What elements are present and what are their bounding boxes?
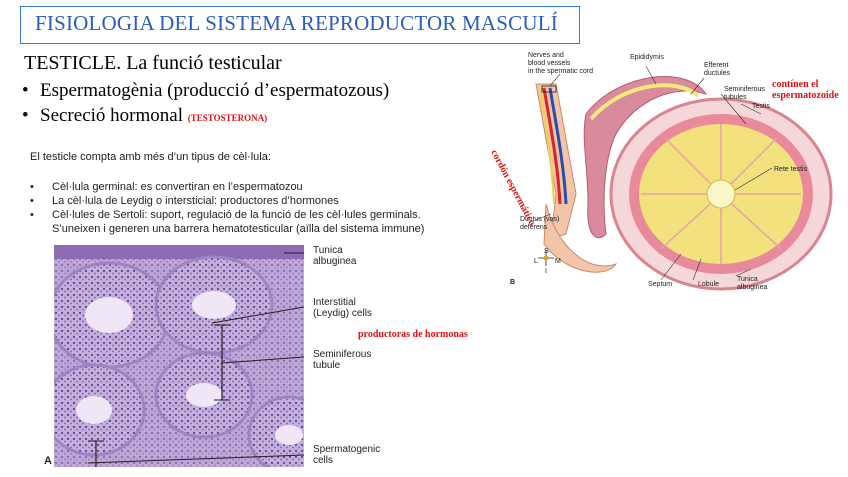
bullet-text: Secreció hormonal xyxy=(40,105,183,126)
label-testis: Testis xyxy=(752,103,770,110)
bullet-dot: • xyxy=(22,80,29,101)
compass-l: L xyxy=(534,258,538,265)
label-nerves-vessels: Nerves and blood vessels in the spermati… xyxy=(528,52,593,75)
label-ductus-deferens: Ductus (vas) deferens xyxy=(520,216,560,231)
label-rete-testis: Rete testis xyxy=(774,166,808,173)
bullet-item: • Espermatogènia (producció d’espermatozo… xyxy=(22,80,389,105)
panel-letter-a: A xyxy=(44,455,52,467)
cell-text: Cèl·lula germinal: es convertiran en l’e… xyxy=(52,181,303,193)
slide-subtitle: TESTICLE. La funció testicular xyxy=(24,52,282,74)
cell-intro: El testicle compta amb més d’un tipus de… xyxy=(30,151,271,163)
compass-s: S xyxy=(544,248,549,255)
label-seminiferous-tubule: Seminiferous tubule xyxy=(313,349,372,371)
testis-diagram xyxy=(535,65,833,291)
label-spermatogenic-cells: Spermatogenic cells xyxy=(313,444,381,466)
bullet-dot: • xyxy=(30,195,34,207)
panel-letter-b: B xyxy=(510,279,516,286)
label-tunica-albuginea: Tunica albuginea xyxy=(313,245,357,267)
cell-text: La cèl·lula de Leydig o intersticial: pr… xyxy=(52,195,339,207)
bullet-dot: • xyxy=(30,181,34,193)
cell-item: • Cèl·lula germinal: es convertiran en l’… xyxy=(30,181,424,195)
bullet-item: • Secreció hormonal (TESTOSTERONA) xyxy=(22,105,389,130)
label-epididymis: Epididymis xyxy=(630,54,664,61)
compass-m: M xyxy=(555,258,561,265)
compass-icon xyxy=(538,250,554,266)
hormone-producers-note: productoras de hormonas xyxy=(358,329,468,340)
label-seminiferous-tubules: Seminiferous tubules xyxy=(724,86,765,101)
bullet-list: • Espermatogènia (producció d’espermatozo… xyxy=(22,80,389,130)
compass-i: I xyxy=(545,268,547,275)
bullet-dot: • xyxy=(30,209,34,221)
histology-micrograph xyxy=(54,245,304,467)
label-septum: Septum xyxy=(648,281,673,288)
cell-item: • La cèl·lula de Leydig o intersticial: p… xyxy=(30,195,424,209)
bullet-dot: • xyxy=(22,105,29,126)
seminiferous-tubule-sections xyxy=(54,255,304,467)
label-efferent-ductules: Efferent ductules xyxy=(704,62,731,77)
cell-text: Cèl·lules de Sertoli: suport, regulació … xyxy=(52,209,421,221)
title-box: FISIOLOGIA DEL SISTEMA REPRODUCTOR MASCU… xyxy=(20,6,580,44)
label-lobule: Lobule xyxy=(698,281,720,288)
cell-item: • Cèl·lules de Sertoli: suport, regulació… xyxy=(30,209,424,223)
label-interstitial-cells: Interstitial (Leydig) cells xyxy=(313,297,372,319)
bullet-text: Espermatogènia (producció d’espermatozou… xyxy=(40,80,390,101)
slide-title: FISIOLOGIA DEL SISTEMA REPRODUCTOR MASCU… xyxy=(35,11,558,35)
label-tunica-albuginea-diagram: Tunica albuginea xyxy=(737,276,768,291)
cell-item-continuation: S’uneixen i generen una barrera hematote… xyxy=(52,223,425,235)
cell-list: • Cèl·lula germinal: es convertiran en l’… xyxy=(30,181,424,237)
contains-sperm-note: contínen el espermatozoide xyxy=(772,79,839,101)
testosterone-tag: (TESTOSTERONA) xyxy=(187,113,268,123)
